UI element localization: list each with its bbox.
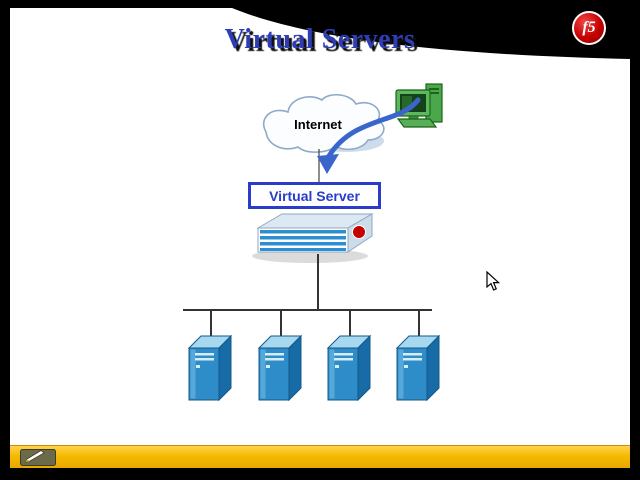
f5-logo-text: f5 bbox=[582, 19, 596, 36]
server-tower-2 bbox=[257, 334, 303, 402]
slide-title: Virtual Servers bbox=[224, 24, 416, 55]
internet-label: Internet bbox=[294, 117, 342, 132]
virtual-server-box: Virtual Server bbox=[248, 182, 381, 209]
server-tower-1 bbox=[187, 334, 233, 402]
client-computer-icon bbox=[395, 83, 443, 128]
bigip-appliance-icon bbox=[252, 213, 374, 263]
f5-badge-icon bbox=[352, 225, 366, 239]
slide: Virtual Servers f5 bbox=[10, 8, 630, 445]
black-swoosh bbox=[232, 8, 630, 59]
network-bus bbox=[183, 254, 432, 340]
server-tower-4 bbox=[395, 334, 441, 402]
pencil-tip-icon bbox=[26, 459, 30, 462]
virtual-server-label: Virtual Server bbox=[269, 187, 360, 204]
f5-logo-icon: f5 bbox=[572, 11, 606, 45]
annotation-toolbar bbox=[10, 445, 630, 468]
network-diagram bbox=[183, 83, 443, 402]
traffic-arrow-icon bbox=[317, 97, 421, 174]
server-tower-3 bbox=[326, 334, 372, 402]
pen-tool-button[interactable] bbox=[20, 449, 56, 466]
mouse-cursor-icon bbox=[486, 271, 501, 291]
